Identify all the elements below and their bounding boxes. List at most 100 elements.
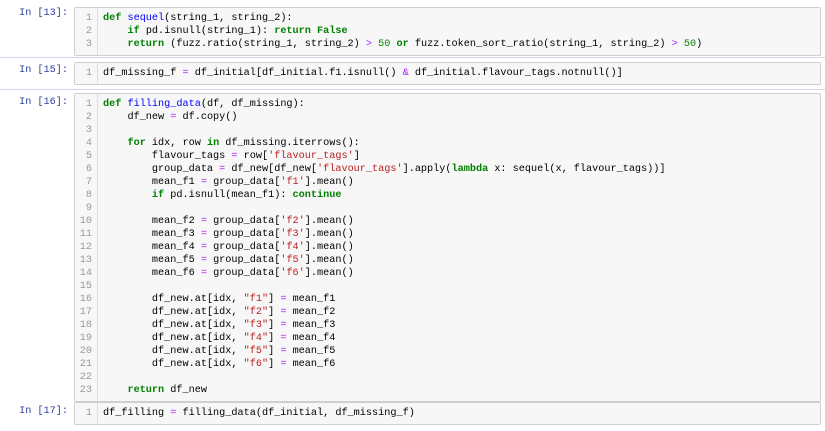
line-number: 16: [79, 294, 92, 305]
code-token: flavour_tags: [103, 151, 232, 162]
code-token: pd.isnull(string_1):: [139, 26, 275, 37]
code-token: mean_f1: [103, 177, 201, 188]
line-number: 3: [85, 39, 92, 50]
cell-prompt: In [13]:: [19, 8, 68, 19]
code-token: group_data[: [206, 255, 281, 266]
code-cell-17[interactable]: In [17]: 1 df_filling = filling_data(df_i…: [0, 399, 825, 431]
code-line: return df_new: [103, 384, 666, 397]
line-number: 12: [79, 242, 92, 253]
code-token: "f1": [243, 294, 269, 305]
code-token: df_new.at[idx,: [103, 320, 244, 331]
code-token: ].mean(): [304, 177, 354, 188]
code-token: df_missing_f: [103, 68, 183, 79]
line-number: 5: [85, 151, 92, 162]
code-token: mean_f6: [286, 359, 336, 370]
code-token: =: [200, 255, 207, 266]
code-cell-15[interactable]: In [15]: 1 df_missing_f = df_initial[df_i…: [0, 57, 825, 90]
code-token: "f2": [243, 307, 269, 318]
code-token: [103, 26, 127, 37]
code-token: if: [127, 26, 140, 37]
code-text[interactable]: df_filling = filling_data(df_initial, df…: [103, 403, 415, 420]
code-line: group_data = df_new[df_new['flavour_tags…: [103, 163, 666, 176]
line-number: 23: [79, 385, 92, 396]
line-number-gutter: 1: [75, 403, 98, 424]
cell-prompt: In [17]:: [19, 406, 68, 417]
code-token: 50: [683, 39, 697, 50]
code-token: df_new: [164, 385, 207, 396]
code-line: mean_f6 = group_data['f6'].mean(): [103, 267, 666, 280]
code-token: return: [127, 39, 165, 50]
code-token: filling_data(df_initial, df_missing_f): [176, 408, 415, 419]
code-editor[interactable]: 1 df_filling = filling_data(df_initial, d…: [74, 402, 821, 425]
code-token: ): [696, 39, 703, 50]
code-token: df_missing.iterrows():: [219, 138, 360, 149]
line-number: 1: [85, 99, 92, 110]
code-text[interactable]: df_missing_f = df_initial[df_initial.f1.…: [103, 63, 623, 80]
line-number: 19: [79, 333, 92, 344]
code-line: return (fuzz.ratio(string_1, string_2) >…: [103, 38, 702, 51]
code-token: ].mean(): [304, 242, 354, 253]
code-token: =: [200, 268, 207, 279]
code-text[interactable]: def filling_data(df, df_missing): df_new…: [103, 94, 666, 397]
cell-prompt: In [15]:: [19, 65, 68, 76]
code-token: return False: [274, 26, 348, 37]
code-token: def: [103, 13, 128, 24]
code-token: df_new: [103, 112, 171, 123]
code-token: x: sequel(x, flavour_tags))]: [488, 164, 666, 175]
code-editor[interactable]: 1 df_missing_f = df_initial[df_initial.f1…: [74, 62, 821, 85]
code-line: mean_f4 = group_data['f4'].mean(): [103, 241, 666, 254]
line-number: 6: [85, 164, 92, 175]
code-token: ].apply(: [402, 164, 452, 175]
code-token: >: [671, 39, 678, 50]
line-number: 10: [79, 216, 92, 227]
code-token: mean_f6: [103, 268, 201, 279]
code-token: =: [280, 307, 287, 318]
code-token: df_new.at[idx,: [103, 333, 244, 344]
code-token: group_data[: [206, 268, 281, 279]
code-token: mean_f5: [103, 255, 201, 266]
code-token: mean_f2: [103, 216, 201, 227]
code-text[interactable]: def sequel(string_1, string_2): if pd.is…: [103, 8, 702, 51]
line-number: 2: [85, 26, 92, 37]
code-line: df_new.at[idx, "f1"] = mean_f1: [103, 293, 666, 306]
code-token: ].mean(): [304, 229, 354, 240]
code-token: mean_f1: [286, 294, 336, 305]
line-number: 1: [85, 13, 92, 24]
code-token: df_new.at[idx,: [103, 359, 244, 370]
line-number: 17: [79, 307, 92, 318]
code-token: 'f6': [280, 268, 305, 279]
code-line: [103, 280, 666, 293]
line-number: 4: [85, 138, 92, 149]
code-line: for idx, row in df_missing.iterrows():: [103, 137, 666, 150]
code-token: =: [200, 177, 207, 188]
line-number-gutter: 1: [75, 63, 98, 84]
code-token: ]: [268, 359, 281, 370]
line-number: 8: [85, 190, 92, 201]
code-editor[interactable]: 1 2 3 def sequel(string_1, string_2): if pd…: [74, 7, 821, 56]
code-token: group_data[: [206, 242, 281, 253]
code-line: mean_f1 = group_data['f1'].mean(): [103, 176, 666, 189]
code-token: group_data[: [206, 229, 281, 240]
code-token: df_filling: [103, 408, 171, 419]
code-token: df.copy(): [176, 112, 238, 123]
code-token: lambda: [451, 164, 489, 175]
code-token: ]: [268, 320, 281, 331]
code-token: or: [396, 39, 409, 50]
code-token: 'f5': [280, 255, 305, 266]
code-token: &: [402, 68, 409, 79]
line-number: 13: [79, 255, 92, 266]
code-token: if: [151, 190, 165, 201]
code-cell-13[interactable]: In [13]: 1 2 3 def sequel(string_1, string_…: [0, 1, 825, 57]
code-token: mean_f5: [286, 346, 336, 357]
code-line: [103, 371, 666, 384]
code-line: mean_f5 = group_data['f5'].mean(): [103, 254, 666, 267]
code-token: row[: [237, 151, 269, 162]
code-token: =: [280, 346, 287, 357]
code-line: if pd.isnull(string_1): return False: [103, 25, 702, 38]
code-token: filling_data: [127, 99, 201, 110]
code-line: flavour_tags = row['flavour_tags']: [103, 150, 666, 163]
code-token: ]: [353, 151, 360, 162]
code-token: =: [280, 359, 287, 370]
